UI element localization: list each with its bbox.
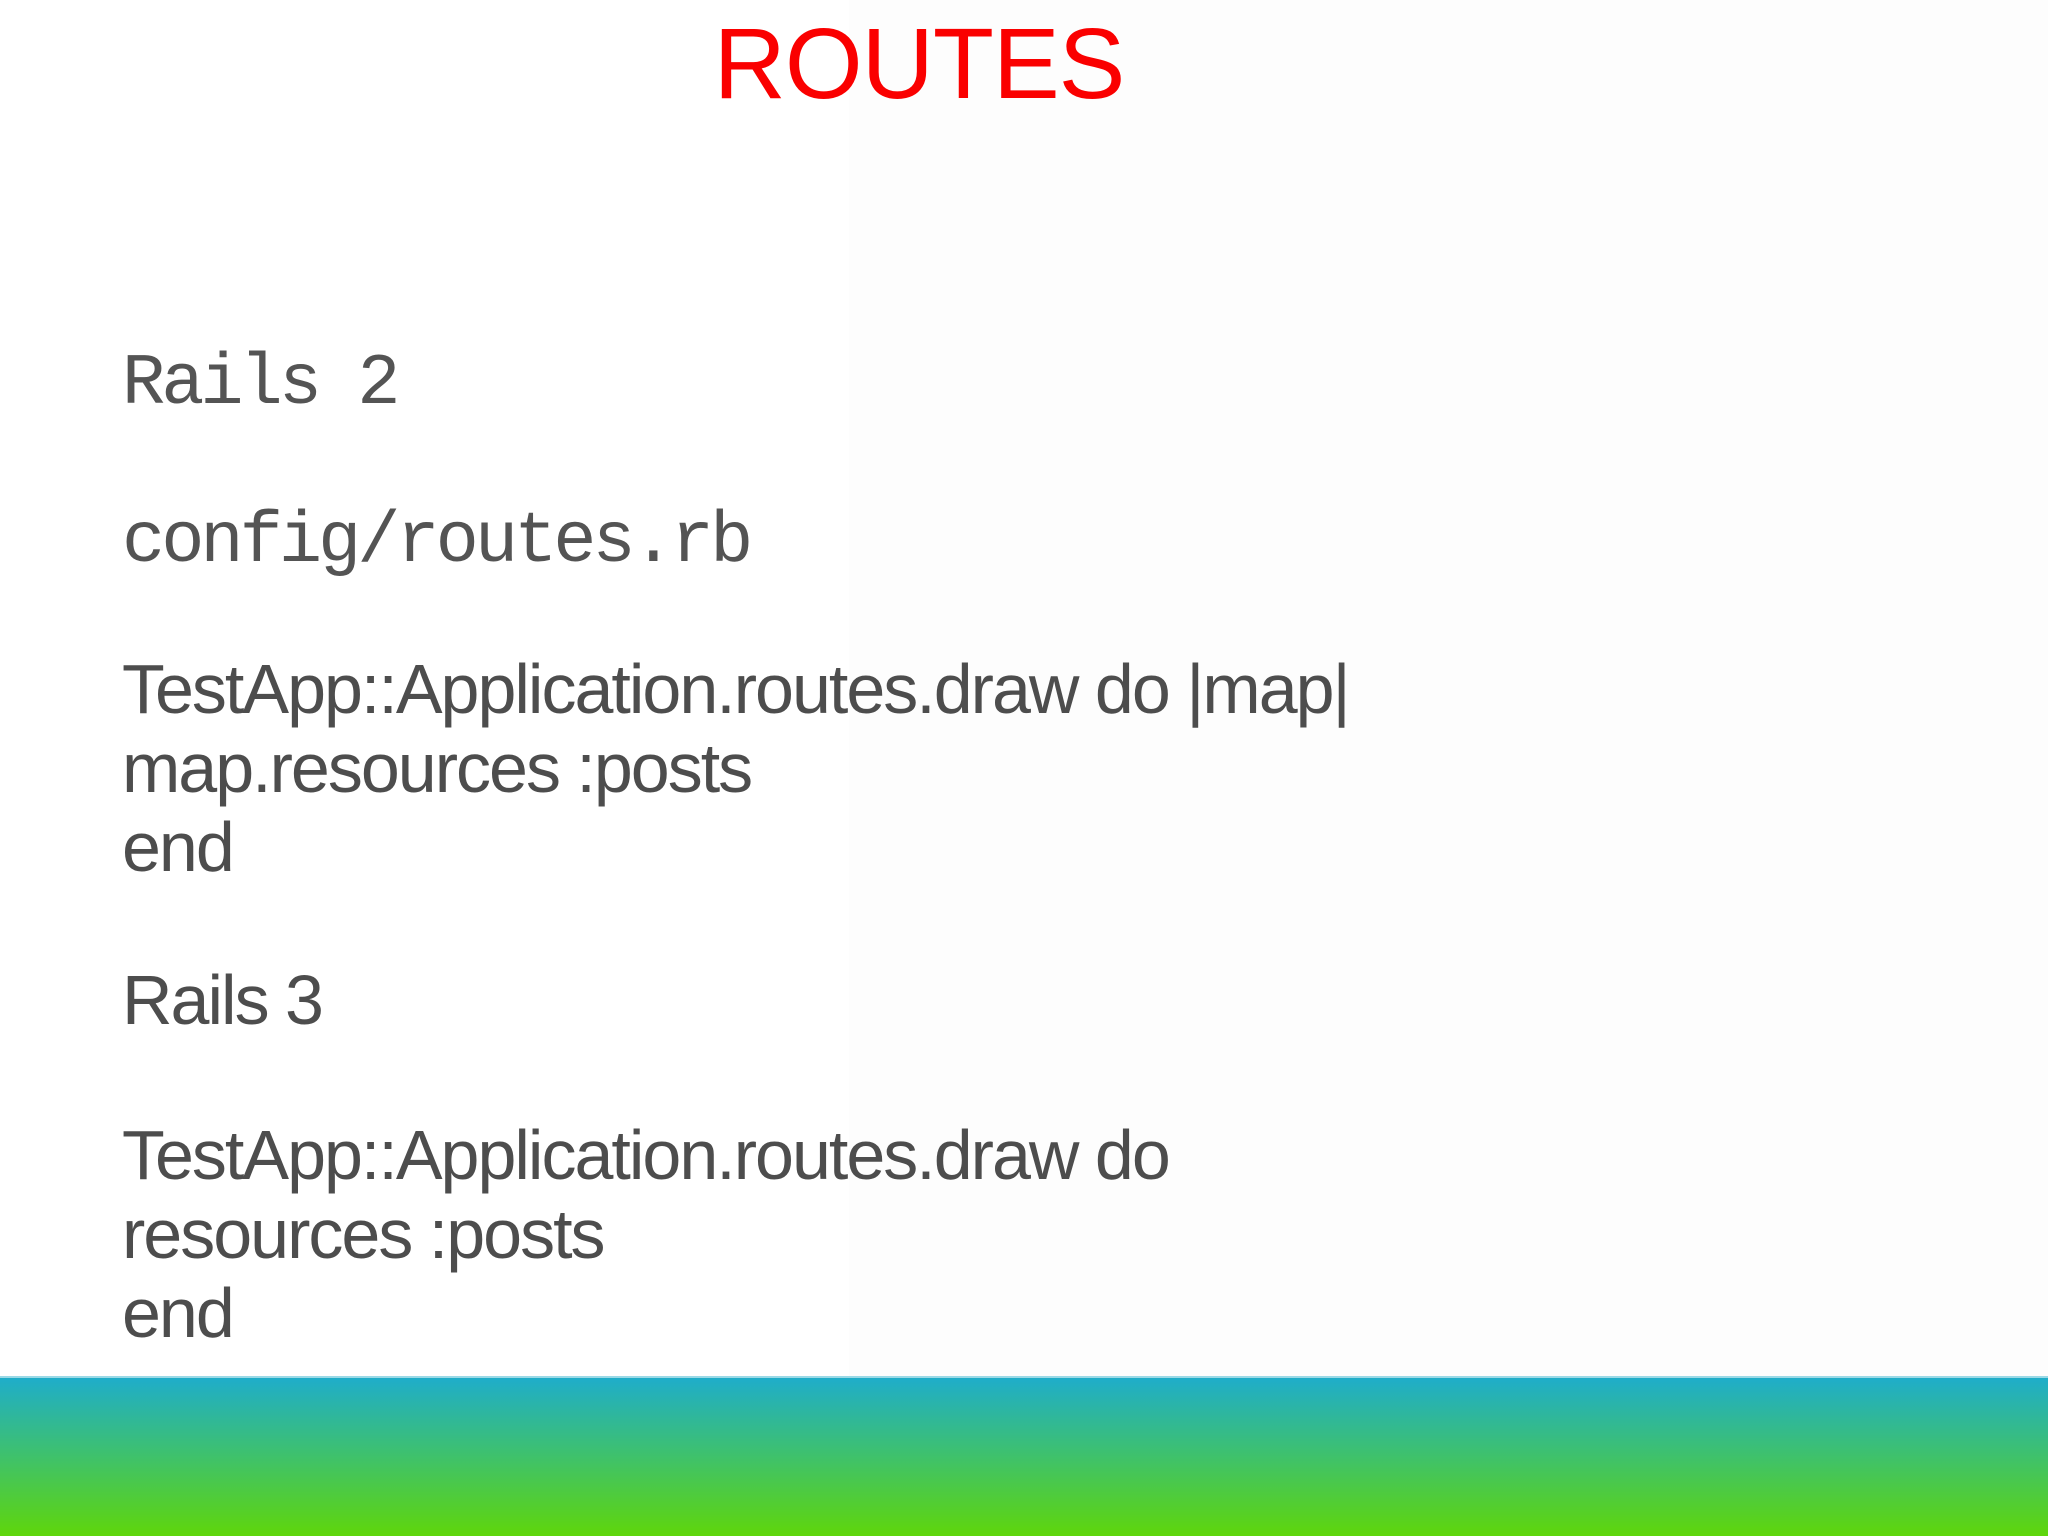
rails2-code-line: end: [122, 808, 235, 886]
footer-gradient-bar: [0, 1376, 2048, 1536]
rails3-code-block: TestApp::Application.routes.draw do reso…: [122, 1116, 1171, 1353]
rails3-code-line: resources :posts: [122, 1195, 606, 1273]
slide-title: ROUTES: [713, 8, 1126, 120]
rails2-code-line: map.resources :posts: [122, 729, 753, 807]
slide-background-right-panel: [849, 0, 2048, 1376]
rails3-heading: Rails 3: [122, 961, 324, 1039]
rails2-code-line: TestApp::Application.routes.draw do |map…: [122, 650, 1351, 728]
rails3-code-line: end: [122, 1274, 235, 1352]
routes-file-path: config/routes.rb: [122, 501, 753, 583]
rails3-code-line: TestApp::Application.routes.draw do: [122, 1116, 1171, 1194]
rails2-code-block: TestApp::Application.routes.draw do |map…: [122, 650, 1351, 887]
rails2-heading: Rails 2: [122, 343, 400, 425]
